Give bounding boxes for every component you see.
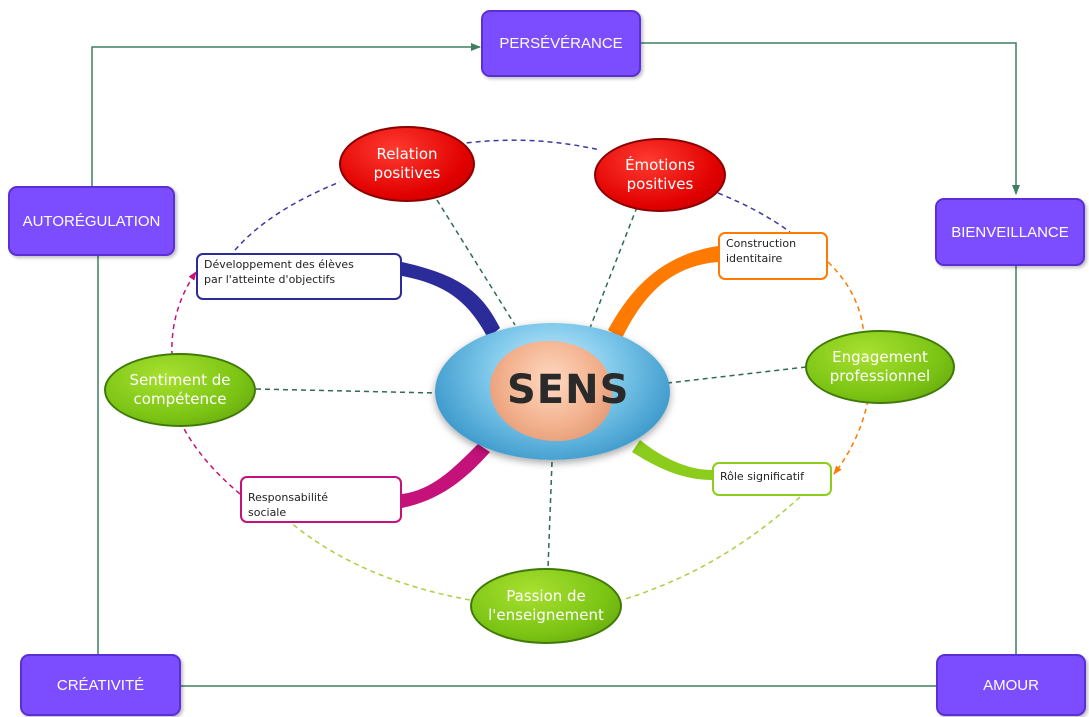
competence-line2: compétence — [133, 390, 227, 408]
autoregulation-label: AUTORÉGULATION — [22, 212, 161, 230]
spoke-passion — [547, 461, 553, 569]
passion-line2: l'enseignement — [488, 606, 604, 624]
ring-magenta-top — [171, 271, 197, 357]
amour-node: AMOUR — [936, 654, 1086, 716]
construction-line2: identitaire — [726, 251, 783, 265]
developpement-line2: par l'atteinte d'objectifs — [204, 272, 336, 286]
responsabilite-line1: Responsabilité — [248, 491, 329, 504]
passion-line1: Passion de — [506, 586, 586, 605]
bienveillance-node: BIENVEILLANCE — [935, 198, 1085, 266]
relation-positives-node: Relation positives — [339, 126, 475, 202]
perseverance-label: PERSÉVÉRANCE — [499, 35, 623, 52]
autoregulation-node: AUTORÉGULATION — [8, 186, 175, 256]
ring-navy-top — [234, 181, 341, 251]
emotions-positives-node: Émotions positives — [594, 138, 726, 212]
relation-line1: Relation — [376, 144, 438, 163]
spoke-emotions — [589, 206, 638, 329]
branch-orange — [608, 246, 718, 338]
ring-orange-2 — [833, 399, 869, 475]
responsabilite-line2: sociale — [248, 505, 287, 519]
branches — [402, 246, 718, 508]
connector-autoregulation-to-perseverance — [91, 43, 481, 186]
ring-lime-right — [621, 496, 801, 601]
center-spokes — [255, 199, 807, 569]
construction-identitaire-node: Construction identitaire — [718, 232, 828, 280]
engagement-line2: professionnel — [829, 367, 931, 385]
frame-connectors — [91, 42, 1020, 687]
amour-label: AMOUR — [983, 676, 1039, 694]
role-significatif-node: Rôle significatif — [712, 462, 832, 496]
spoke-relation — [436, 199, 516, 326]
creativite-label: CRÉATIVITÉ — [56, 676, 145, 694]
perseverance-node: PERSÉVÉRANCE — [481, 10, 641, 77]
engagement-professionnel-node: Engagement professionnel — [805, 330, 955, 404]
construction-line1: Construction — [726, 237, 797, 250]
connector-perseverance-to-bienveillance — [641, 42, 1020, 195]
brain-icon — [490, 341, 612, 441]
developpement-eleves-node: Développement des élèves par l'atteinte … — [196, 253, 402, 300]
role-line1: Rôle significatif — [720, 470, 804, 483]
competence-line1: Sentiment de — [129, 370, 231, 389]
sens-label: SENS — [507, 367, 630, 413]
emotions-line1: Émotions — [625, 155, 695, 174]
ring-lime-left — [289, 521, 471, 601]
ring-magenta-bottom — [181, 424, 241, 495]
developpement-line1: Développement des élèves — [204, 258, 354, 271]
passion-enseignement-node: Passion de l'enseignement — [470, 568, 622, 644]
branch-lime — [632, 440, 712, 480]
sentiment-competence-node: Sentiment de compétence — [104, 353, 256, 427]
spoke-competence — [255, 388, 437, 394]
engagement-line1: Engagement — [832, 347, 928, 366]
creativite-node: CRÉATIVITÉ — [20, 654, 181, 716]
ring-navy-right — [717, 192, 791, 233]
ring-orange — [827, 261, 865, 339]
branch-navy — [402, 262, 500, 338]
relation-line2: positives — [373, 164, 441, 182]
responsabilite-sociale-node: Responsabilité sociale — [240, 476, 402, 523]
emotions-line2: positives — [626, 175, 694, 193]
bienveillance-label: BIENVEILLANCE — [951, 223, 1069, 241]
branch-magenta — [402, 444, 490, 508]
sens-center-node: SENS — [435, 323, 670, 460]
spoke-engagement — [667, 366, 807, 384]
